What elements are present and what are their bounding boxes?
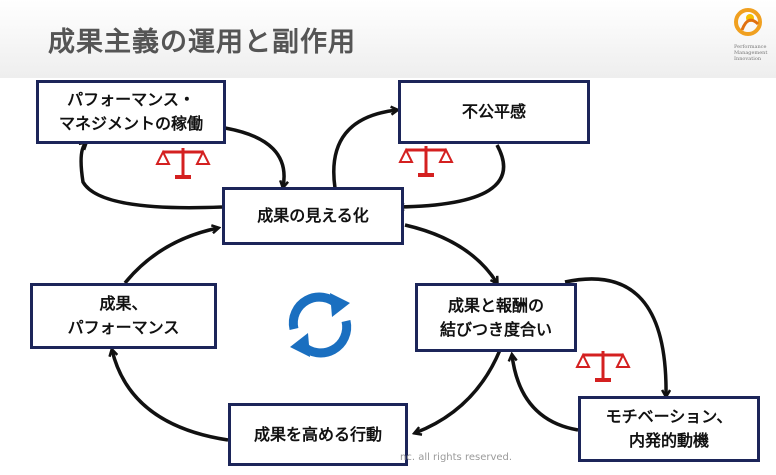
node-performance-management: パフォーマンス・ マネジメントの稼働 [36, 80, 226, 144]
node-label: 成果と報酬の [447, 295, 544, 315]
arrow-perf-to-visible [123, 228, 218, 285]
person-swirl-logo-icon [734, 8, 762, 36]
node-results-performance: 成果、 パフォーマンス [30, 283, 217, 349]
node-label: パフォーマンス・ [67, 90, 195, 109]
node-label: モチベーション、 [605, 407, 733, 426]
page-title: 成果主義の運用と副作用 [48, 27, 356, 58]
arrow-unfair-to-visible [398, 144, 506, 207]
logo-line: Innovation [734, 56, 762, 62]
logo-line: Management [734, 50, 768, 56]
arrow-link-to-action [415, 349, 502, 433]
node-motivation: モチベーション、 内発的動機 [578, 396, 760, 462]
cycle-arrows-icon [288, 292, 352, 358]
node-label: 結びつき度合い [439, 319, 552, 339]
arrow-visible-to-pm [81, 143, 223, 210]
node-label: 成果を高める行動 [253, 424, 382, 444]
balance-scale-icon [155, 146, 211, 181]
balance-scale-icon [398, 144, 454, 179]
header-band [0, 0, 776, 78]
company-logo: Performance Management Innovation [720, 4, 776, 70]
arrow-link-to-motive [564, 277, 666, 396]
arrow-pm-to-visible [224, 126, 284, 187]
node-reward-linkage: 成果と報酬の 結びつき度合い [415, 283, 577, 352]
node-improving-behavior: 成果を高める行動 [228, 403, 408, 466]
copyright-text: nc. all rights reserved. [400, 452, 513, 463]
node-label: 内発的動機 [628, 431, 709, 450]
node-visibility: 成果の見える化 [222, 187, 404, 245]
node-label: 成果の見える化 [257, 206, 369, 225]
node-unfairness: 不公平感 [398, 80, 590, 144]
arrow-motive-to-link [512, 355, 579, 432]
node-label: 成果、 [99, 294, 148, 313]
arrow-visible-to-link [404, 223, 497, 283]
arrow-action-to-perf [112, 350, 229, 442]
logo-line: Performance [734, 44, 767, 50]
node-label: 不公平感 [461, 102, 526, 121]
balance-scale-icon [575, 349, 631, 384]
arrow-visible-to-unfair [332, 110, 397, 189]
node-label: パフォーマンス [67, 318, 180, 337]
node-label: マネジメントの稼働 [58, 114, 203, 133]
